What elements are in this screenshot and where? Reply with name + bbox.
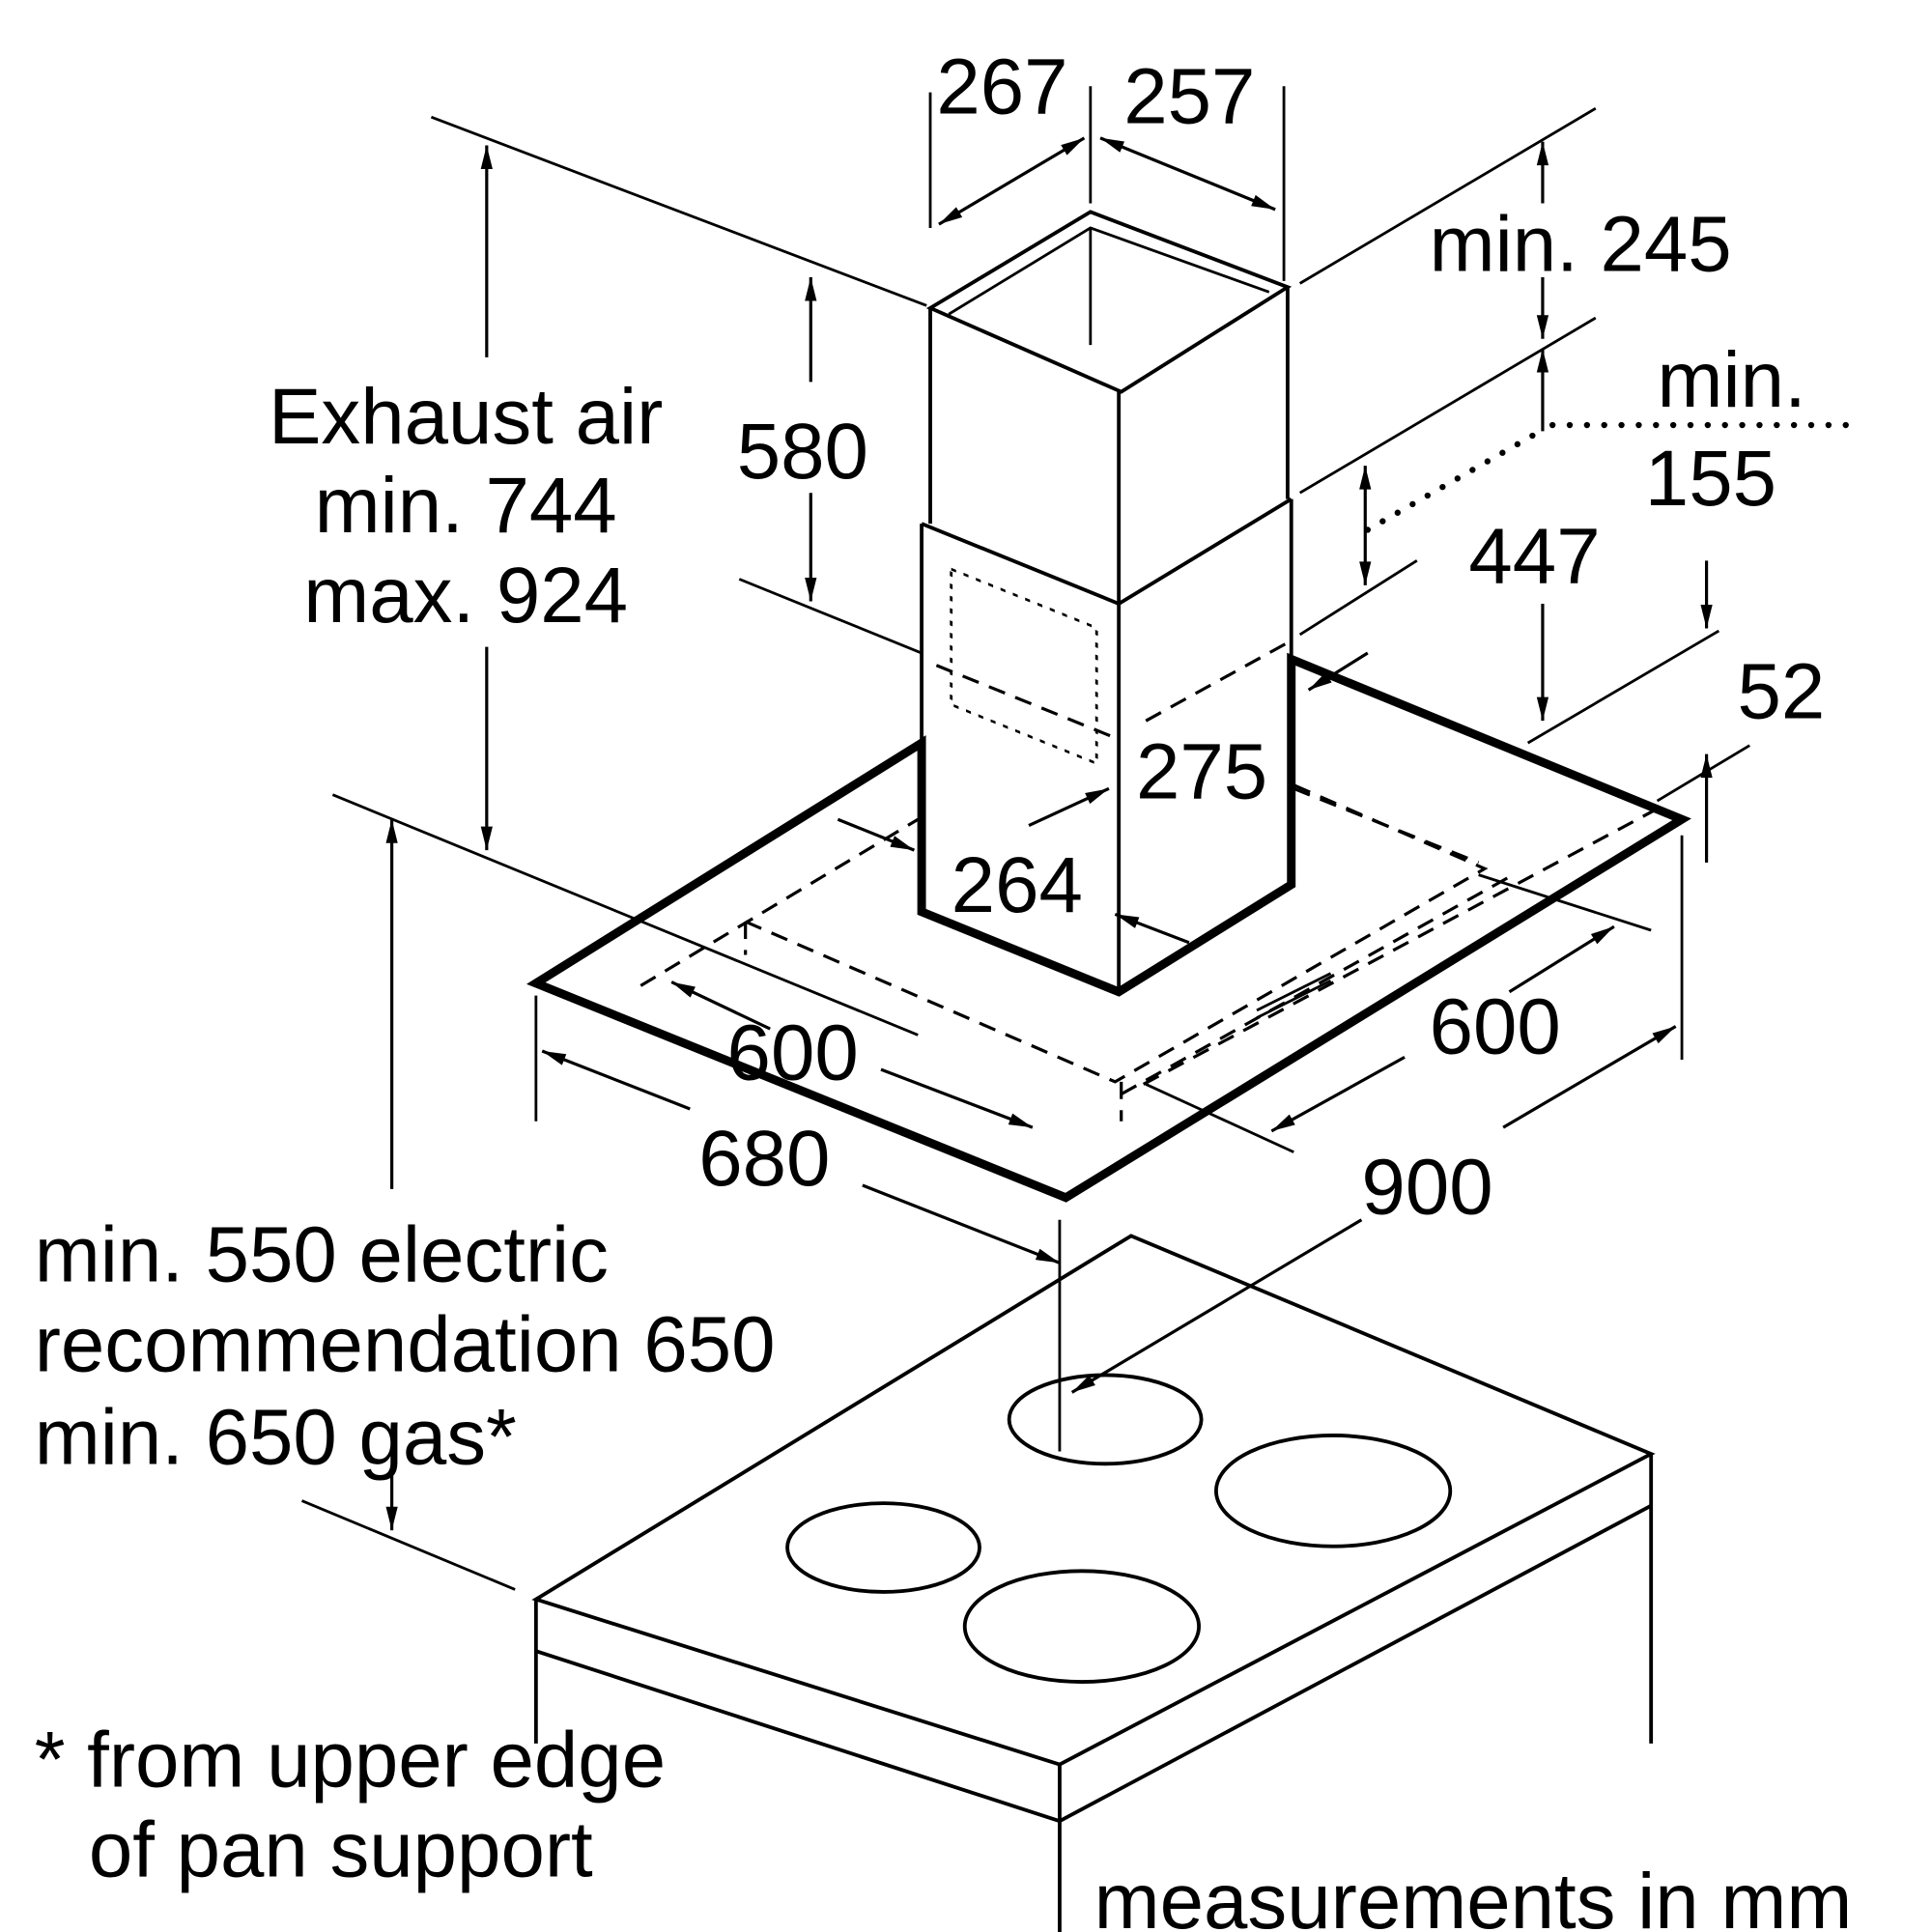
label-155: 155 bbox=[1645, 435, 1776, 523]
label-275: 275 bbox=[1136, 728, 1267, 816]
label-680: 680 bbox=[698, 1115, 830, 1203]
exhaust-air-line2: min. 744 bbox=[315, 462, 617, 550]
label-min-245: min. 245 bbox=[1430, 201, 1732, 289]
hob-distance-line3: min. 650 gas* bbox=[35, 1393, 517, 1481]
label-257: 257 bbox=[1123, 53, 1255, 141]
burner-back bbox=[1007, 1373, 1204, 1466]
units-note: measurements in mm bbox=[1094, 1858, 1853, 1932]
chimney bbox=[920, 210, 1480, 992]
burner-right bbox=[1214, 1434, 1453, 1548]
label-264: 264 bbox=[952, 841, 1083, 929]
label-600-width: 600 bbox=[1430, 983, 1561, 1071]
dimension-arrows bbox=[385, 136, 1713, 1531]
label-900: 900 bbox=[1361, 1143, 1492, 1231]
burner-left bbox=[785, 1501, 981, 1594]
footnote-line1: * from upper edge bbox=[35, 1716, 666, 1804]
vent-grille bbox=[950, 567, 1098, 766]
hob bbox=[531, 1234, 1656, 1932]
label-447: 447 bbox=[1468, 512, 1600, 600]
dimension-labels: 267 257 min. 245 min. 155 447 52 275 264… bbox=[35, 43, 1853, 1932]
exhaust-air-line3: max. 924 bbox=[303, 552, 628, 639]
hob-distance-line2: recommendation 650 bbox=[35, 1301, 776, 1389]
hob-distance-line1: min. 550 electric bbox=[35, 1211, 609, 1299]
label-580: 580 bbox=[737, 408, 868, 496]
label-600-depth: 600 bbox=[727, 1009, 859, 1096]
exhaust-air-line1: Exhaust air bbox=[269, 373, 663, 461]
label-min: min. bbox=[1658, 336, 1806, 424]
footnote-line2: of pan support bbox=[89, 1806, 593, 1894]
extension-lines bbox=[300, 86, 1852, 1591]
label-267: 267 bbox=[936, 43, 1067, 130]
burner-front bbox=[962, 1569, 1201, 1684]
label-52: 52 bbox=[1737, 648, 1825, 736]
